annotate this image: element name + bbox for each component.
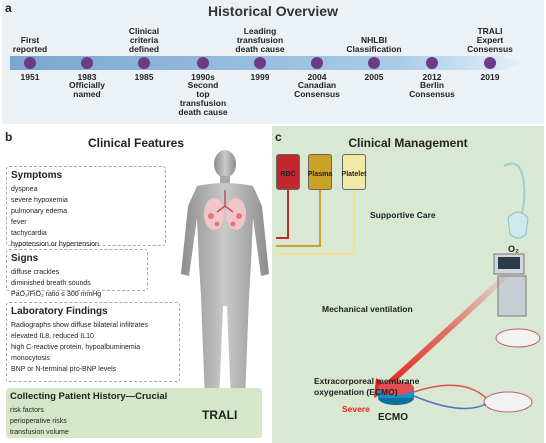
severe-label: Severe <box>342 404 370 414</box>
signs-item: diminished breath sounds <box>11 280 91 287</box>
symptoms-item: hypotension or hypertension <box>11 241 99 248</box>
clinical-management-panel: c Clinical Management RB <box>272 126 544 443</box>
panel-letter-a: a <box>5 1 12 15</box>
timeline-node <box>368 57 380 69</box>
patient-history-title: Collecting Patient History—Crucial <box>10 391 168 402</box>
lab-item: monocytosis <box>11 355 50 362</box>
timeline-year: 2012 <box>422 72 442 82</box>
supportive-care-label: Supportive Care <box>370 210 436 220</box>
timeline-year: 1983 <box>77 72 97 82</box>
mechanical-ventilation-label: Mechanical ventilation <box>322 304 413 314</box>
symptoms-item: pulmonary edema <box>11 208 68 215</box>
symptoms-item: dyspnea <box>11 186 38 193</box>
timeline-node <box>484 57 496 69</box>
blood-bag-label: RBC <box>280 171 296 178</box>
ecmo-description: Extracorporeal membrane oxygenation (ECM… <box>314 376 420 397</box>
panel-letter-c: c <box>275 130 282 144</box>
management-graphics <box>276 162 541 413</box>
timeline-event-label: Second top transfusion death cause <box>178 80 228 117</box>
symptoms-title: Symptoms <box>11 170 63 181</box>
clinical-management-title: Clinical Management <box>348 136 468 150</box>
timeline-event-label: Clinical criteria defined <box>128 26 160 54</box>
human-body-illustration <box>181 150 269 401</box>
signs-title: Signs <box>11 253 39 264</box>
history-item: perioperative risks <box>10 418 67 425</box>
lab-item: BNP or N-terminal pro-BNP levels <box>11 366 117 373</box>
timeline-event-label: Canadian Consensus <box>294 80 340 99</box>
timeline-event-label: Officially named <box>69 80 105 99</box>
timeline-year: 2019 <box>480 72 500 82</box>
lab-item: elevated IL8, reduced IL10 <box>11 333 94 340</box>
blood-bag-plasma <box>308 154 332 190</box>
symptoms-item: tachycardia <box>11 230 47 237</box>
symptoms-item: severe hypoxemia <box>11 197 68 204</box>
timeline-node <box>197 57 209 69</box>
signs-item: PaO₂/FiO₂ ratio ≤ 300 mmHg <box>11 291 102 298</box>
lab-item: high C-reactive protein, hypoalbuminemia <box>11 344 141 351</box>
timeline-node <box>254 57 266 69</box>
blood-bag-platelet <box>342 154 366 190</box>
laboratory-findings-box: Laboratory Findings Radiographs show dif… <box>6 302 180 382</box>
timeline-event-label: Berlin Consensus <box>409 80 455 99</box>
history-item: transfusion volume <box>10 429 69 436</box>
timeline-year: 1990s <box>191 72 215 82</box>
clinical-features-title: Clinical Features <box>87 136 185 150</box>
signs-box: Signs diffuse crackles diminished breath … <box>6 249 148 298</box>
timeline-title: Historical Overview <box>208 3 338 19</box>
timeline-node <box>24 57 36 69</box>
timeline-event-label: TRALI Expert Consensus <box>467 26 513 54</box>
symptoms-item: fever <box>11 219 27 226</box>
timeline-node <box>138 57 150 69</box>
signs-item: diffuse crackles <box>11 269 60 276</box>
o2-label: O₂ <box>508 244 519 254</box>
timeline-year: 1951 <box>20 72 40 82</box>
timeline-node <box>81 57 93 69</box>
ecmo-label: ECMO <box>378 412 408 423</box>
timeline-year: 1999 <box>250 72 270 82</box>
timeline-event-label: Leading transfusion death cause <box>235 26 285 54</box>
blood-bag-rbc <box>276 154 300 190</box>
timeline-node <box>426 57 438 69</box>
lab-item: Radiographs show diffuse bilateral infil… <box>11 322 148 329</box>
history-item: risk factors <box>10 407 44 414</box>
timeline-event-label: First reported <box>12 35 48 54</box>
timeline-year: 2005 <box>364 72 384 82</box>
blood-bag-label: Plasma <box>307 171 333 178</box>
laboratory-findings-title: Laboratory Findings <box>11 306 108 317</box>
historical-overview-panel: a Historical Overview 1951 First reported… <box>2 0 544 124</box>
timeline-year: 2004 <box>307 72 327 82</box>
timeline-event-label: NHLBI Classification <box>346 35 402 54</box>
blood-bag-label: Platelet <box>341 171 367 178</box>
timeline-year: 1985 <box>134 72 154 82</box>
clinical-features-panel: b Clinical Features Symptoms dyspnea seve… <box>2 126 270 443</box>
trali-label: TRALI <box>202 408 238 422</box>
panel-letter-b: b <box>5 130 13 144</box>
patient-history-box: Collecting Patient History—Crucial risk … <box>6 388 262 438</box>
timeline-node <box>311 57 323 69</box>
symptoms-box: Symptoms dyspnea severe hypoxemia pulmonar… <box>6 166 166 248</box>
